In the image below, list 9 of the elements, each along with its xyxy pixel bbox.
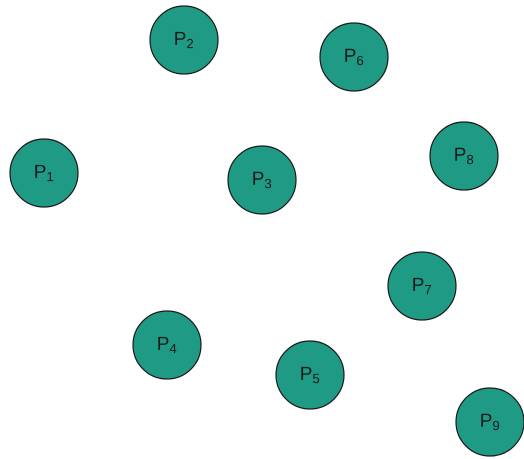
circle-node: P$_{5}$ — [275, 340, 345, 410]
circle-node: P$_{8}$ — [429, 121, 499, 191]
circle-node: P$_{1}$ — [9, 138, 79, 208]
circle-node: P$_{2}$ — [149, 5, 219, 75]
circle-node: P$_{6}$ — [319, 22, 389, 92]
circle-node: P$_{3}$ — [227, 145, 297, 215]
circle-node: P$_{9}$ — [455, 387, 524, 457]
circle-node: P$_{4}$ — [132, 310, 202, 380]
circle-node: P$_{7}$ — [387, 251, 457, 321]
